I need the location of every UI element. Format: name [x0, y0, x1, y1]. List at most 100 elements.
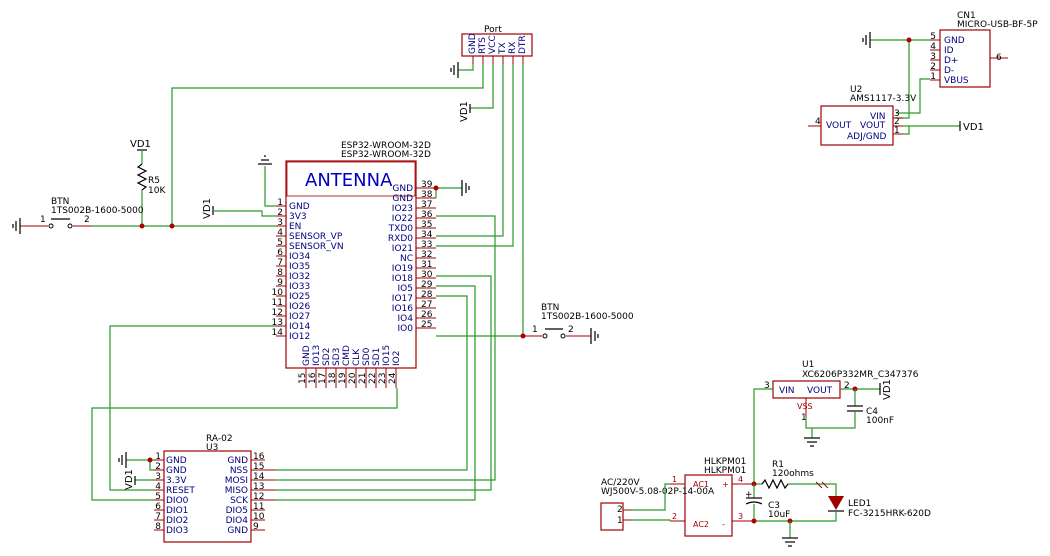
- esp32-left-pin-num: 9: [277, 278, 283, 288]
- port-pin-tx: TX: [498, 42, 508, 55]
- ra02-right-pin-name: GND: [227, 526, 248, 536]
- ra02-ref: RA-02: [206, 434, 233, 444]
- esp32-left-pin-num: 3: [277, 218, 283, 228]
- ra02-left-pin-num: 5: [155, 492, 161, 502]
- ra02-right-pin-name: SCK: [230, 496, 249, 506]
- esp32-right-pin-name: IO5: [398, 284, 413, 294]
- esp32-right-pin-name: IO22: [392, 214, 413, 224]
- hlk-plus: +: [722, 480, 729, 489]
- esp-vd1: VD1: [202, 198, 276, 219]
- usb-gnd: [862, 32, 930, 119]
- u2-value: AMS1117-3.3V: [850, 94, 917, 104]
- esp32-right-pin-name: GND: [392, 194, 413, 204]
- ra02-left-pin-num: 3: [155, 472, 161, 482]
- c3-ref: C3: [768, 501, 780, 511]
- esp32-left-pin-num: 7: [277, 258, 283, 268]
- port-title: Port: [484, 25, 502, 35]
- esp32-left-pin-num: 12: [272, 308, 283, 318]
- port-pin-dtr: DTR: [518, 35, 528, 54]
- esp32-left-pin-num: 11: [272, 298, 283, 308]
- esp32-left-pin-name: IO12: [289, 332, 310, 342]
- cn1-value: MICRO-USB-BF-5P: [957, 20, 1038, 30]
- u1-regulator: U1 XC6206P332MR_C347376 VIN VOUT VSS 3 2…: [764, 360, 919, 423]
- esp32-right-pin-name: NC: [400, 254, 413, 264]
- hlk-p4: 4: [738, 475, 743, 484]
- c4-value: 100nF: [866, 416, 894, 426]
- esp32-right-pin-num: 33: [421, 240, 432, 250]
- cn1-pin-name: ID: [944, 46, 954, 56]
- c3-plus: +: [745, 490, 753, 500]
- sck-net: [275, 285, 476, 501]
- r1-value: 120ohms: [772, 469, 814, 479]
- esp32-right-pin-num: 31: [421, 260, 432, 270]
- button-en: BTN 1TS002B-1600-5000 1 2: [12, 197, 144, 234]
- port-pin-rts: RTS: [478, 37, 488, 54]
- cn1-pin-num: 4: [930, 42, 936, 52]
- hlk-ref: HLKPM01: [704, 457, 746, 467]
- esp32-right-pin-name: IO19: [392, 264, 413, 274]
- esp32-left-pin-num: 1: [277, 198, 283, 208]
- u1-p1: 1: [801, 413, 807, 423]
- esp-gnd1: [258, 155, 276, 207]
- cn1-pin6: 6: [996, 53, 1002, 63]
- esp32-left-pin-name: IO32: [289, 272, 310, 282]
- esp32-bottom-pin-name: SD0: [362, 347, 372, 366]
- led1-value: FC-3215HRK-620D: [848, 509, 931, 519]
- esp32-right-pin-num: 37: [421, 200, 432, 210]
- btn2-pin2: 2: [568, 325, 574, 335]
- ra02-left-pin-name: DIO1: [166, 506, 188, 516]
- u1-p3: 3: [764, 381, 770, 391]
- esp32-right-pins: 39GND38GND37IO2336IO2235TXD034RXD033IO21…: [388, 180, 436, 334]
- u1-p2: 2: [844, 381, 850, 391]
- ra02-right-pin-num: 9: [253, 522, 259, 532]
- ra02-left-pin-num: 2: [155, 462, 161, 472]
- u2-p1: 1: [894, 126, 900, 136]
- txd-net: [436, 64, 504, 237]
- esp32-right-pin-name: GND: [392, 184, 413, 194]
- ra02-right-pin-name: MISO: [225, 486, 248, 496]
- r5-resistor: VD1 R5 10K: [130, 139, 166, 226]
- ra02-right-pin-name: MOSI: [225, 476, 248, 486]
- miso-net: [275, 275, 492, 491]
- esp32-right-pin-num: 27: [421, 300, 432, 310]
- c3-value: 10uF: [768, 510, 790, 520]
- esp32-bottom-pin-num: 24: [388, 372, 398, 384]
- esp32-antenna-label: ANTENNA: [305, 170, 393, 191]
- port-pin-labels: GND RTS VCC TX RX DTR: [468, 33, 528, 55]
- esp32-bottom-pin-num: 21: [358, 373, 368, 384]
- ra02-right-pin-num: 13: [253, 482, 264, 492]
- u1-nets: VD1 C4 100nF: [753, 379, 894, 484]
- hlk-ac1: AC1: [693, 480, 709, 489]
- esp32-left-pin-num: 2: [277, 208, 283, 218]
- cn1-pin-name: GND: [944, 36, 965, 46]
- u2-regulator: U2 AMS1117-3.3V VIN VOUT VOUT ADJ/GND 3 …: [808, 85, 917, 146]
- ra02-right-pin-num: 16: [253, 452, 265, 462]
- port-pin-gnd: GND: [468, 33, 478, 54]
- button-boot: BTN 1TS002B-1600-5000 1 2: [523, 303, 634, 344]
- esp32-left-pin-name: SENSOR_VP: [289, 232, 343, 242]
- esp32-right-pin-name: RXD0: [388, 234, 413, 244]
- esp32-name2: ESP32-WROOM-32D: [341, 150, 431, 160]
- esp32-left-pin-num: 6: [277, 248, 283, 258]
- esp32-name1: ESP32-WROOM-32D: [341, 141, 431, 151]
- ra02-right-pin-name: GND: [227, 456, 248, 466]
- u2-vout-r: VOUT: [860, 121, 886, 131]
- io0-dtr-net: [436, 64, 524, 337]
- ra02-right-pin-num: 14: [253, 472, 265, 482]
- esp32-bottom-pin-num: 17: [318, 373, 328, 384]
- port-pin-vcc: VCC: [488, 35, 498, 54]
- u2-p4: 4: [815, 117, 821, 127]
- esp32-right-pin-num: 26: [421, 310, 433, 320]
- esp32-left-pin-num: 8: [277, 268, 283, 278]
- esp32-left-pin-name: IO35: [289, 262, 310, 272]
- power-output-stage: R1 120ohms + C3 10uF LED1 FC-3215HRK-620…: [745, 460, 931, 547]
- cn1-ref: CN1: [957, 11, 976, 21]
- esp32-left-pin-name: IO34: [289, 252, 310, 262]
- ra02-left-pin-num: 7: [155, 512, 161, 522]
- hlk-ac2: AC2: [693, 520, 709, 529]
- esp32-bottom-pin-name: CLK: [352, 348, 362, 366]
